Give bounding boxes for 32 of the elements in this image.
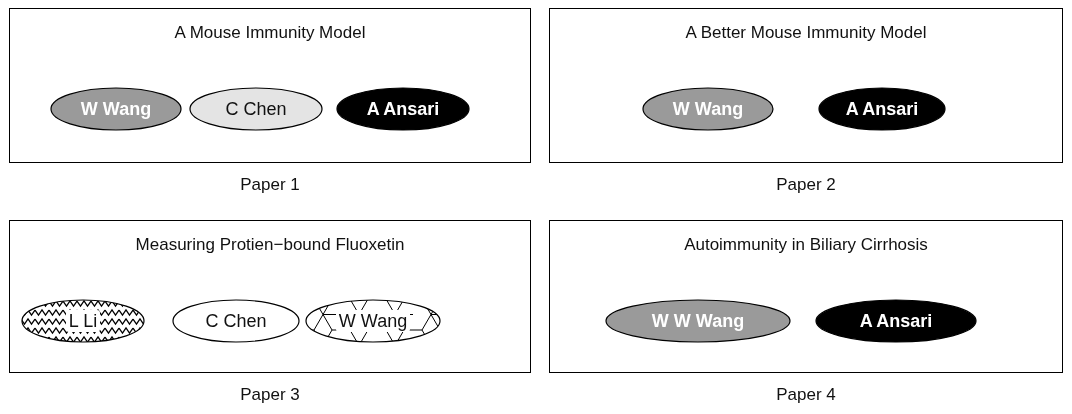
author-name: A Ansari — [366, 98, 440, 121]
author-ellipse — [21, 299, 145, 343]
author-name: W Wang — [80, 98, 152, 121]
paper-panel — [9, 220, 531, 373]
paper-caption: Paper 2 — [775, 175, 837, 195]
author-ellipse — [50, 87, 182, 131]
author-name: L Li — [65, 310, 101, 332]
paper-panel — [549, 8, 1063, 163]
author-ellipse — [815, 299, 977, 343]
author-name: W Wang — [672, 98, 744, 121]
author-ellipse — [605, 299, 791, 343]
author-name: W W Wang — [651, 310, 745, 333]
author-name: W Wang — [335, 310, 411, 332]
author-ellipse — [172, 299, 300, 343]
author-ellipse — [818, 87, 946, 131]
author-ellipse — [305, 299, 441, 343]
paper-caption: Paper 4 — [775, 385, 837, 405]
panel-title: A Mouse Immunity Model — [173, 23, 367, 43]
author-ellipse — [642, 87, 774, 131]
author-name: C Chen — [225, 98, 287, 121]
paper-caption: Paper 1 — [239, 175, 301, 195]
author-name: A Ansari — [859, 310, 933, 333]
paper-caption: Paper 3 — [239, 385, 301, 405]
author-ellipse — [336, 87, 470, 131]
paper-panel — [9, 8, 531, 163]
author-ellipse — [189, 87, 323, 131]
author-name: C Chen — [205, 310, 267, 333]
author-name: A Ansari — [845, 98, 919, 121]
panel-title: A Better Mouse Immunity Model — [684, 23, 928, 43]
panel-title: Measuring Protien−bound Fluoxetin — [134, 235, 406, 255]
paper-panel — [549, 220, 1063, 373]
panel-title: Autoimmunity in Biliary Cirrhosis — [683, 235, 929, 255]
